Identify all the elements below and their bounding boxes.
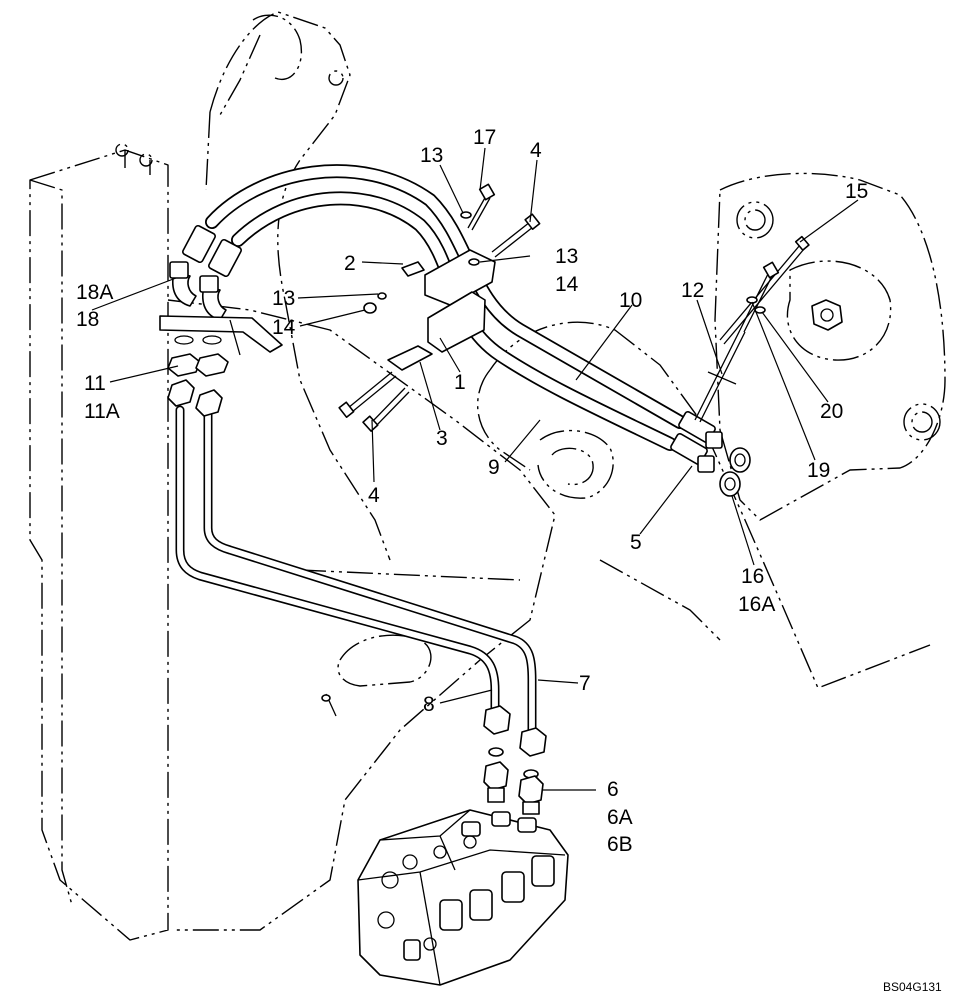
bolt-19-20 <box>739 261 780 333</box>
callout-5: 5 <box>630 531 642 554</box>
rod-12 <box>694 329 746 423</box>
callout-6b: 6B <box>607 833 633 856</box>
callout-16a: 16A <box>738 593 775 616</box>
callout-13: 13 <box>272 287 295 310</box>
callout-7: 7 <box>579 672 591 695</box>
callout-2: 2 <box>344 252 356 275</box>
callout-17: 17 <box>473 126 496 149</box>
callout-8: 8 <box>423 693 435 716</box>
tube-8 <box>175 405 500 717</box>
hose-elbow-fitting-18-left <box>169 224 216 307</box>
boom-cross-tube-outline <box>476 321 931 689</box>
callout-11a: 11A <box>84 400 120 423</box>
bulkhead-nut-11 <box>167 335 229 377</box>
callout-16: 16 <box>741 565 764 588</box>
callout-1: 1 <box>454 371 466 394</box>
callout-14: 14 <box>272 316 296 339</box>
bracket-plate <box>159 315 283 356</box>
bolt-17 <box>467 183 496 231</box>
upper-boom-outline <box>205 11 391 561</box>
clamp-plate-3 <box>387 345 433 371</box>
callout-14: 14 <box>555 273 579 296</box>
callout-9: 9 <box>488 456 500 479</box>
callout-6a: 6A <box>607 806 633 829</box>
hose-10 <box>205 164 687 429</box>
callout-15: 15 <box>845 180 868 203</box>
callout-labels: 17 13 4 15 2 13 14 18A 18 13 14 10 12 1 … <box>76 126 868 856</box>
callout-11: 11 <box>84 372 106 395</box>
bolt-4-upper <box>491 213 541 258</box>
control-valve-block <box>357 809 569 986</box>
hose-end-fittings-right <box>670 411 723 473</box>
loader-frame-outline <box>29 143 169 941</box>
bolt-4-lower <box>338 371 410 432</box>
callout-3: 3 <box>436 427 448 450</box>
callout-4: 4 <box>368 484 380 507</box>
callout-10: 10 <box>619 289 642 312</box>
callout-12: 12 <box>681 279 704 302</box>
callout-4: 4 <box>530 139 542 162</box>
callout-6: 6 <box>607 778 619 801</box>
tube-7 <box>203 407 537 740</box>
tube-nuts-top <box>167 379 223 417</box>
pivot-bolt-head <box>811 299 843 331</box>
hose-elbow-fitting-18-right <box>199 238 242 321</box>
boom-pivot-plate-outline <box>714 172 946 521</box>
callout-18: 18 <box>76 308 99 331</box>
rod-15 <box>719 235 810 345</box>
leader-lines <box>91 147 859 791</box>
washers-13-14 <box>363 211 480 314</box>
callout-13: 13 <box>555 245 578 268</box>
fitting-16 <box>719 447 751 497</box>
callout-20: 20 <box>820 400 843 423</box>
figure-code: BS04G131 <box>883 980 942 994</box>
adapter-fitting-6 <box>483 747 544 815</box>
lift-arm-outline <box>167 299 556 931</box>
callout-13: 13 <box>420 144 443 167</box>
callout-18a: 18A <box>76 281 113 304</box>
callout-19: 19 <box>807 459 830 482</box>
cotter-pin <box>321 693 337 717</box>
tube-nuts-bottom <box>483 705 547 757</box>
